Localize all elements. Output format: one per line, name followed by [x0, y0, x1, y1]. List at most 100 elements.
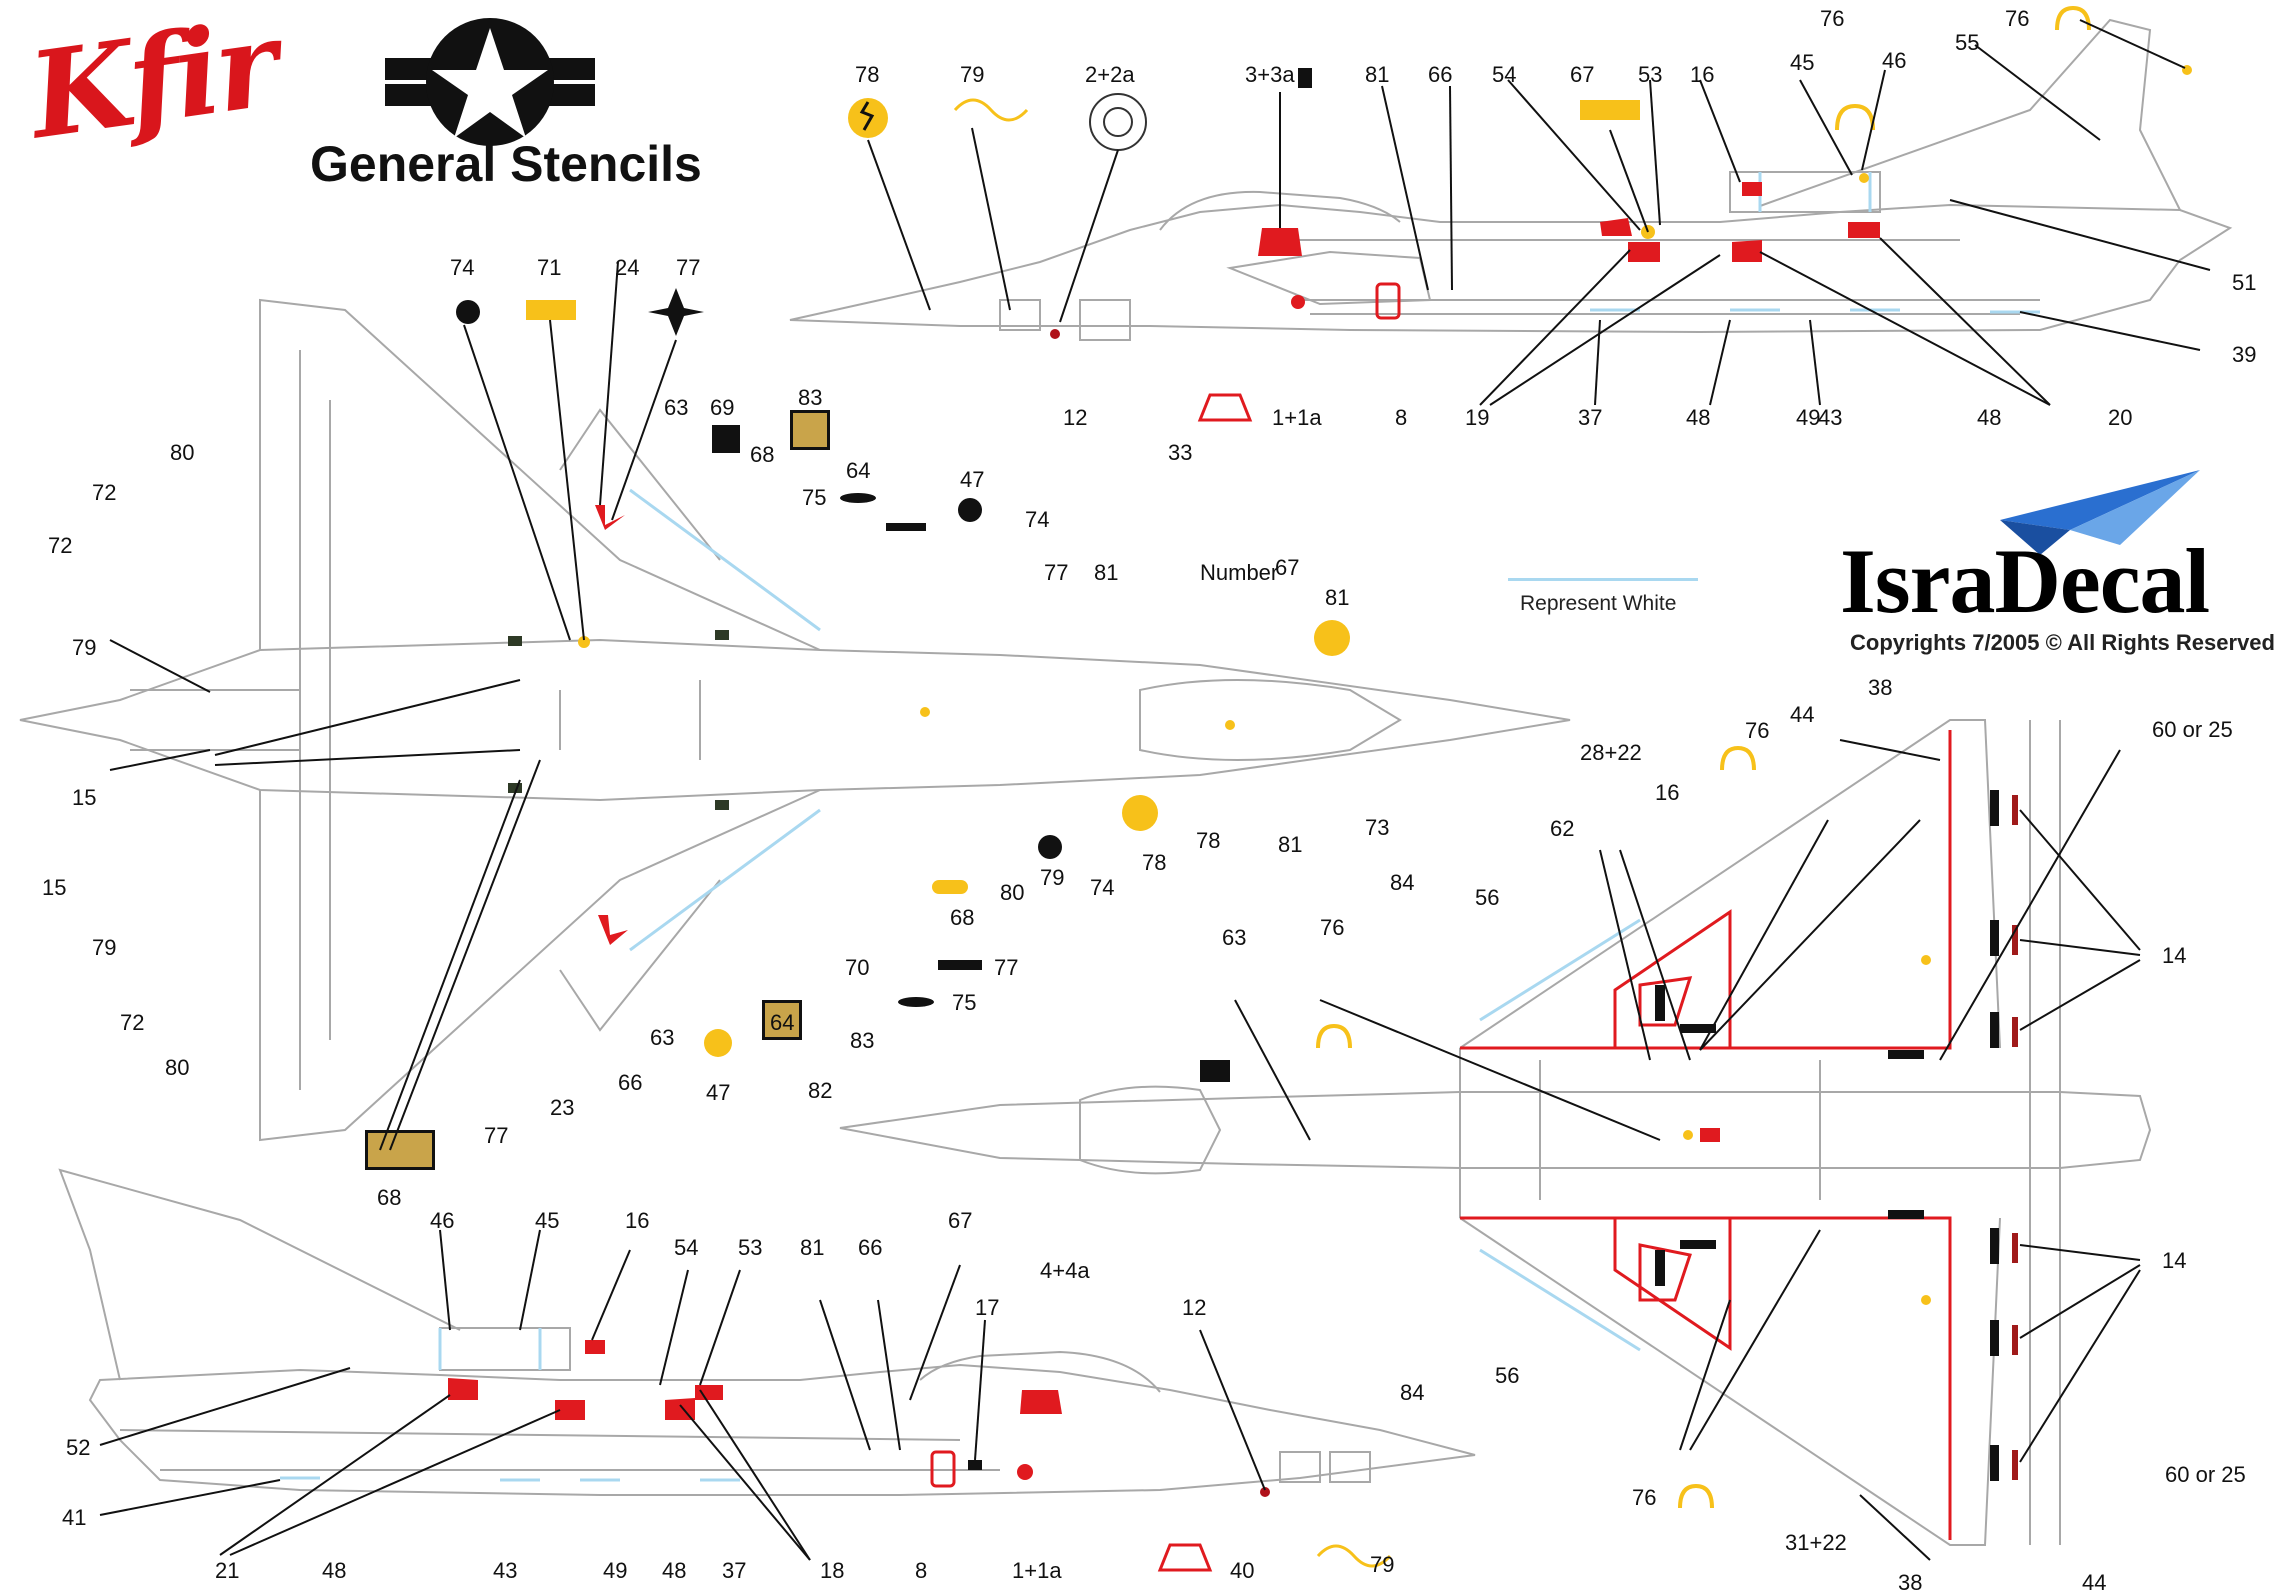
callout-label: 21: [215, 1558, 239, 1583]
callout-label: 49: [603, 1558, 627, 1583]
callout-label: 80: [170, 440, 194, 465]
callout-label: 46: [1882, 48, 1906, 73]
callout-label: 38: [1868, 675, 1892, 700]
callout-label: 31+22: [1785, 1530, 1847, 1555]
side-view-bottom: [58, 1168, 1476, 1496]
callout-label: 64: [846, 458, 870, 483]
callout-label: 46: [430, 1208, 454, 1233]
callout-label: 78: [855, 62, 879, 87]
callout-label: 54: [1492, 62, 1516, 87]
callout-label: 68: [750, 442, 774, 467]
callout-label: 19: [1465, 405, 1489, 430]
callout-label: 72: [120, 1010, 144, 1035]
callout-label: 84: [1390, 870, 1414, 895]
callout-label: 54: [674, 1235, 698, 1260]
callout-label: 28+22: [1580, 740, 1642, 765]
callout-label: 76: [2005, 6, 2029, 31]
legend-text: Represent White: [1520, 592, 1677, 615]
callout-label: 81: [1365, 62, 1389, 87]
underside-decals: [1655, 790, 2018, 1481]
callout-label: 15: [72, 785, 96, 810]
bottom-side-decals: [448, 1340, 1270, 1497]
callout-label: 43: [493, 1558, 517, 1583]
callout-label: 45: [1790, 50, 1814, 75]
callout-label: 8: [915, 1558, 927, 1583]
callout-label: 14: [2162, 943, 2186, 968]
callout-labels: 78 79 2+2a 3+3a 81 66 54 67 53 16 45 76 …: [42, 6, 2256, 1594]
plan-decals: [508, 505, 1235, 945]
callout-label: 40: [1230, 1558, 1254, 1583]
callout-label: 82: [808, 1078, 832, 1103]
callout-label: 73: [1365, 815, 1389, 840]
callout-label: 8: [1395, 405, 1407, 430]
callout-label: 37: [1578, 405, 1602, 430]
callout-label: 76: [1820, 6, 1844, 31]
callout-label: 60 or 25: [2152, 717, 2233, 742]
callout-label: 79: [1040, 865, 1064, 890]
page-title: General Stencils: [310, 136, 702, 192]
callout-label: 53: [738, 1235, 762, 1260]
callout-label: 77: [484, 1123, 508, 1148]
decal-swatches: [365, 5, 2091, 1572]
callout-label: 15: [42, 875, 66, 900]
callout-label: 70: [845, 955, 869, 980]
callout-label: 75: [952, 990, 976, 1015]
callout-label: 81: [1325, 585, 1349, 610]
callout-label: 44: [1790, 702, 1814, 727]
callout-label: 39: [2232, 342, 2256, 367]
leader-lines: [99, 19, 2211, 1561]
callout-label: 16: [1655, 780, 1679, 805]
roundel-insignia-icon: [385, 18, 595, 146]
callout-label: 49: [1796, 405, 1820, 430]
callout-label: 72: [48, 533, 72, 558]
isradecal-plane-icon: [2000, 470, 2200, 555]
callout-label: 81: [1094, 560, 1118, 585]
callout-label: 62: [1550, 816, 1574, 841]
callout-label: 14: [2162, 1248, 2186, 1273]
underside-white-markers: [1479, 918, 1641, 1352]
callout-label: 33: [1168, 440, 1192, 465]
underside-view: [839, 719, 2152, 1546]
callout-label: 68: [377, 1185, 401, 1210]
callout-label: 79: [72, 635, 96, 660]
callout-label: 66: [858, 1235, 882, 1260]
callout-label: 56: [1495, 1363, 1519, 1388]
plan-white-markers: [629, 488, 821, 952]
callout-label: 18: [820, 1558, 844, 1583]
callout-label: 12: [1182, 1295, 1206, 1320]
callout-label: 81: [1278, 832, 1302, 857]
callout-label: 78: [1142, 850, 1166, 875]
callout-label: 16: [1690, 62, 1714, 87]
callout-label: 38: [1898, 1570, 1922, 1594]
callout-label: 48: [1977, 405, 2001, 430]
callout-label: 37: [722, 1558, 746, 1583]
callout-label: 78: [1196, 828, 1220, 853]
callout-label: 80: [1000, 880, 1024, 905]
callout-label: 77: [994, 955, 1018, 980]
callout-label: 56: [1475, 885, 1499, 910]
callout-label: 16: [625, 1208, 649, 1233]
underside-red-outlines: [1460, 730, 1952, 1540]
callout-label: 1+1a: [1272, 405, 1322, 430]
callout-label: 45: [535, 1208, 559, 1233]
callout-label: 48: [1686, 405, 1710, 430]
callout-label: 3+3a: [1245, 62, 1295, 87]
callout-label: 80: [165, 1055, 189, 1080]
callout-label: 84: [1400, 1380, 1424, 1405]
callout-label: 67: [1275, 555, 1299, 580]
callout-label: 52: [66, 1435, 90, 1460]
callout-label: 74: [1025, 507, 1049, 532]
callout-label: 17: [975, 1295, 999, 1320]
copyright-text: Copyrights 7/2005 © All Rights Reserved: [1850, 630, 2275, 655]
callout-label: 83: [850, 1028, 874, 1053]
callout-label: 1+1a: [1012, 1558, 1062, 1583]
callout-label: 63: [650, 1025, 674, 1050]
callout-label: 83: [798, 385, 822, 410]
plan-view-center: [19, 298, 1571, 1142]
white-marker-sample: [1508, 578, 1698, 581]
isradecal-logo: IsraDecal: [1840, 530, 2210, 632]
callout-label: 66: [1428, 62, 1452, 87]
callout-label: 67: [948, 1208, 972, 1233]
callout-label: 67: [1570, 62, 1594, 87]
callout-label: Number: [1200, 560, 1278, 585]
